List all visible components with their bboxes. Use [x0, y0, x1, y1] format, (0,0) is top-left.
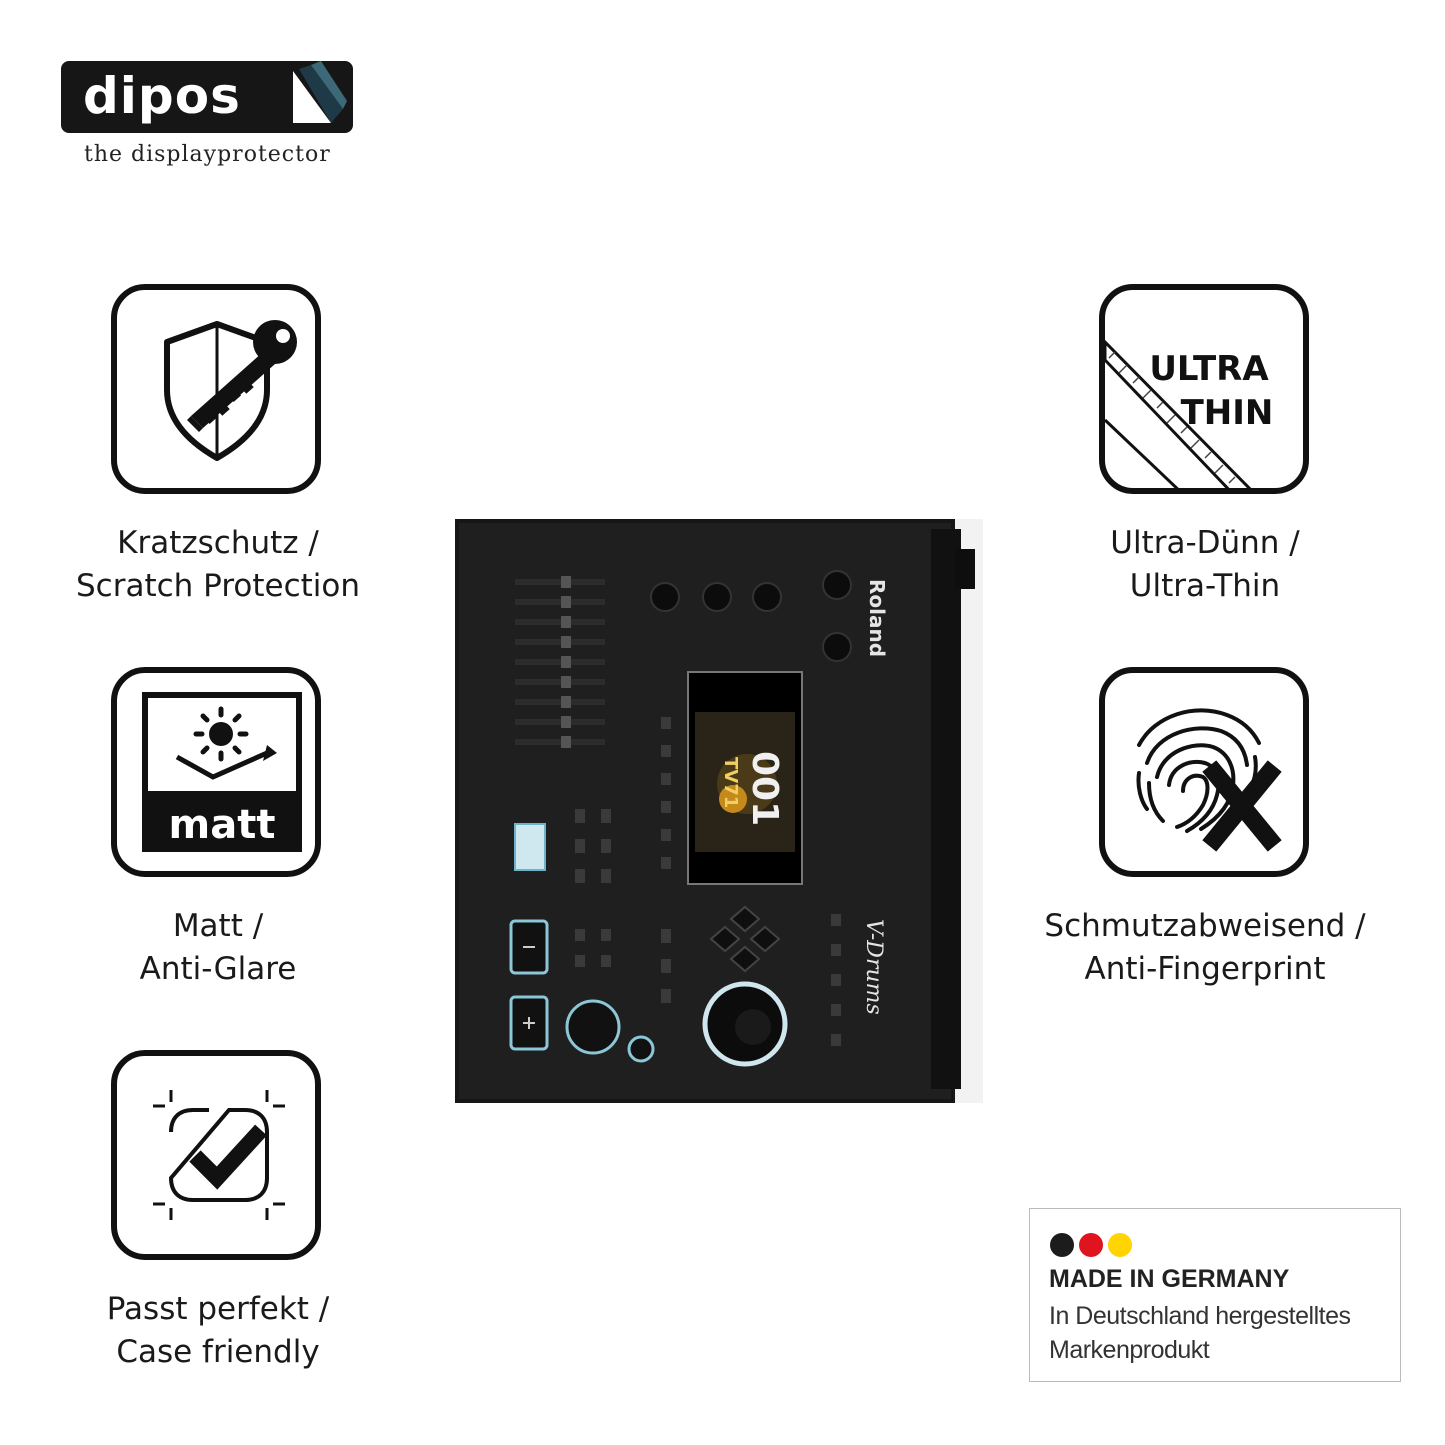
feature-label-matt: Matt / Anti-Glare [139, 908, 297, 987]
feature-label-case: Passt perfekt / Case friendly [106, 1291, 330, 1370]
shield-key-icon [164, 320, 297, 461]
flag-dot-red [1079, 1233, 1103, 1257]
matt-icon-text: matt [169, 802, 276, 848]
made-in-germany-badge: MADE IN GERMANY In Deutschland hergestel… [1029, 1208, 1401, 1382]
feature-icon-scratch [111, 284, 321, 494]
screen-kit: TV71 [720, 757, 741, 808]
feature-icon-fingerprint [1099, 667, 1309, 877]
case-check-icon [153, 1090, 285, 1220]
screen-number: 001 [744, 751, 785, 826]
feature-label-scratch: Kratzschutz / Scratch Protection [76, 525, 360, 604]
fingerprint-x-icon [1136, 708, 1282, 852]
feature-icon-ultra-thin: ULTRA THIN [1099, 284, 1309, 494]
ultra-thin-ruler-icon: ULTRA THIN [1105, 339, 1274, 488]
matt-sun-icon: matt [142, 692, 302, 852]
feature-label-ultra-thin: Ultra-Dünn / Ultra-Thin [1110, 525, 1300, 604]
feature-icon-matt: matt [111, 667, 321, 877]
product-series-label: V-Drums [861, 919, 886, 1015]
flag-dot-gold [1108, 1233, 1132, 1257]
drum-module-image: Roland V-Drums 001 TV71 [455, 519, 983, 1103]
brand-tagline: the displayprotector [84, 142, 331, 167]
thin-text: THIN [1181, 393, 1274, 433]
german-flag-dots-icon [1050, 1233, 1132, 1257]
product-brand-label: Roland [865, 579, 889, 657]
flag-dot-black [1050, 1233, 1074, 1257]
feature-label-fingerprint: Schmutzabweisend / Anti-Fingerprint [1044, 908, 1366, 987]
drum-module-illustration: Roland V-Drums 001 TV71 [455, 519, 983, 1103]
peel-corner-icon [293, 61, 347, 123]
made-in-germany-subtitle: In Deutschland hergestelltes Markenprodu… [1049, 1302, 1351, 1364]
brand-name: dipos [83, 67, 241, 125]
feature-icon-case [111, 1050, 321, 1260]
ultra-text: ULTRA [1149, 349, 1269, 389]
brand-logo: dipos [61, 61, 353, 133]
made-in-germany-title: MADE IN GERMANY [1049, 1265, 1290, 1293]
